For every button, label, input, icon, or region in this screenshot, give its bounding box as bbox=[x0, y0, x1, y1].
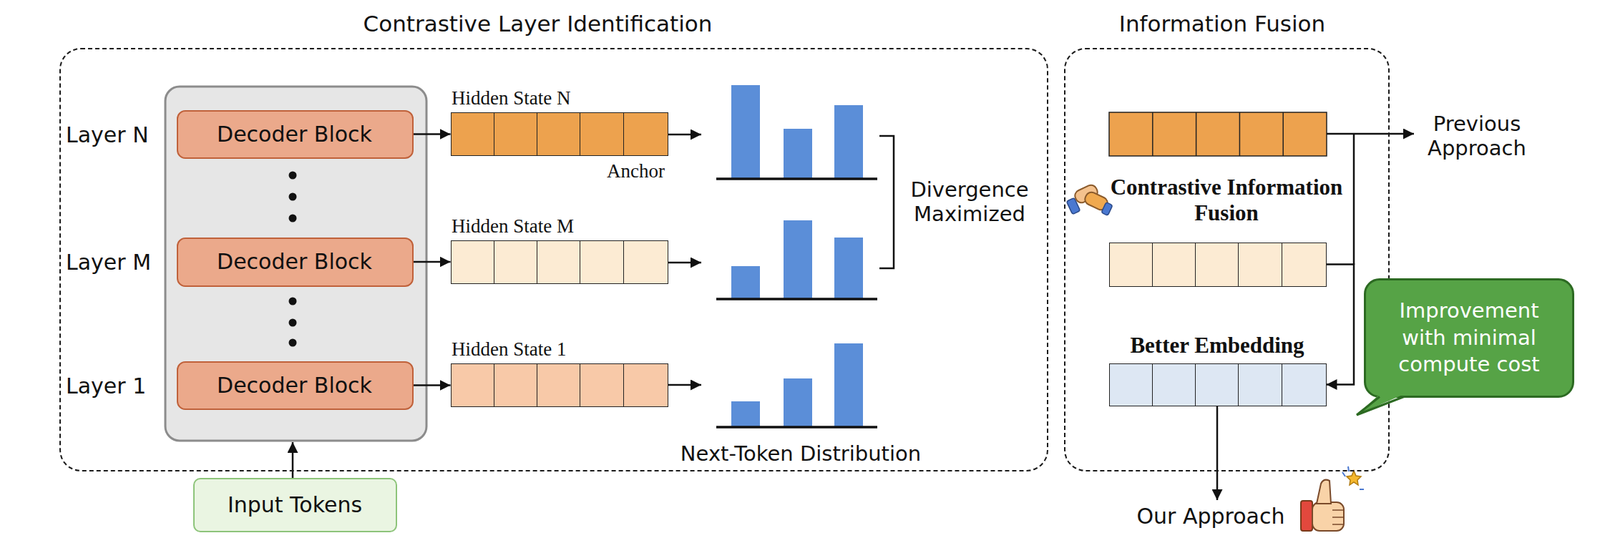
vector-cell-line bbox=[579, 241, 581, 284]
vector-cell-line bbox=[536, 113, 538, 156]
distribution-bar bbox=[783, 220, 813, 300]
callout-bubble: Improvement with minimal compute cost bbox=[1363, 278, 1575, 398]
divergence-bracket bbox=[879, 135, 894, 269]
vector-cell-line bbox=[493, 241, 495, 284]
decoder-block: Decoder Block bbox=[176, 110, 414, 159]
fusion-heading: Contrastive Information Fusion bbox=[1108, 174, 1345, 227]
previous-approach-arrow bbox=[1326, 133, 1414, 136]
input-arrow bbox=[291, 442, 295, 478]
connector-arrow bbox=[413, 133, 451, 136]
embedding-heading: Better Embedding bbox=[1129, 332, 1304, 359]
layer-label: Layer 1 bbox=[65, 373, 146, 399]
vector-cell-line bbox=[1194, 243, 1196, 287]
distribution-bar bbox=[731, 85, 760, 179]
decoder-block: Decoder Block bbox=[176, 361, 414, 411]
callout-text: Improvement with minimal compute cost bbox=[1378, 297, 1560, 379]
hidden-state-vector: Hidden State NAnchor bbox=[450, 112, 669, 156]
connector-arrow bbox=[1326, 264, 1355, 385]
block-label: Decoder Block bbox=[216, 372, 373, 398]
approach-label: Previous Approach bbox=[1416, 111, 1538, 161]
vector-label: Hidden State M bbox=[451, 216, 574, 238]
thumbs-up-icon bbox=[1332, 510, 1344, 525]
distribution-bar bbox=[783, 128, 813, 179]
flow-arrow bbox=[668, 133, 702, 136]
embedding-vector: Better Embedding bbox=[1109, 363, 1327, 407]
distribution-bar bbox=[731, 401, 760, 428]
vector-label: Hidden State N bbox=[451, 88, 571, 110]
distribution-bar bbox=[783, 378, 813, 428]
vector-cell-line bbox=[579, 113, 581, 156]
distribution-axis bbox=[716, 297, 878, 301]
vector-cell-line bbox=[1282, 112, 1284, 156]
panel-title: Information Fusion bbox=[1119, 10, 1326, 37]
ellipsis-dot bbox=[289, 171, 297, 180]
vector-cell-line bbox=[1152, 364, 1153, 406]
handshake-icon bbox=[1101, 202, 1113, 217]
decoder-block: Decoder Block bbox=[176, 237, 414, 287]
axis-caption: Next-Token Distribution bbox=[680, 441, 921, 466]
distribution-bar bbox=[834, 237, 863, 300]
panel-title: Contrastive Layer Identification bbox=[363, 10, 713, 37]
callout-tail bbox=[1356, 394, 1404, 416]
vector-cell-line bbox=[579, 364, 581, 407]
vector-bar bbox=[1109, 112, 1327, 156]
thumbs-up-icon bbox=[1300, 500, 1313, 531]
vector-cell-line bbox=[493, 113, 495, 156]
ellipsis-dot bbox=[289, 193, 297, 202]
input-box: Input Tokens bbox=[193, 477, 398, 533]
vector-cell-line bbox=[1237, 364, 1239, 406]
vector-cell-line bbox=[1281, 243, 1283, 287]
block-label: Decoder Block bbox=[216, 121, 373, 147]
vector-cell-line bbox=[1152, 112, 1154, 156]
sparkle-lines bbox=[1342, 466, 1364, 490]
hidden-state-vector: Hidden State 1 bbox=[450, 363, 669, 408]
vector-cell-line bbox=[1195, 112, 1198, 156]
block-label: Decoder Block bbox=[216, 249, 373, 275]
fused-vector: Contrastive Information Fusion bbox=[1109, 242, 1327, 287]
connector-arrow bbox=[413, 384, 451, 387]
ellipsis-dot bbox=[289, 297, 297, 306]
vector-cell-line bbox=[1239, 112, 1241, 156]
dashed-panel: Information FusionContrastive Informatio… bbox=[1064, 47, 1390, 472]
output-arrow bbox=[1216, 406, 1219, 501]
fusion-line bbox=[1353, 133, 1356, 265]
vector-cell-line bbox=[1194, 364, 1196, 406]
sparkle-star bbox=[1346, 470, 1362, 486]
vector-cell-line bbox=[623, 113, 624, 156]
approach-label: Our Approach bbox=[1136, 503, 1285, 529]
vector-cell-line bbox=[1281, 364, 1283, 406]
connector-arrow bbox=[413, 261, 451, 264]
input-label: Input Tokens bbox=[227, 492, 363, 518]
hidden-state-vector: Hidden State M bbox=[450, 240, 669, 285]
ellipsis-dot bbox=[289, 339, 297, 348]
vector-cell-line bbox=[493, 364, 495, 407]
ellipsis-dot bbox=[289, 319, 297, 328]
anchor-label: Anchor bbox=[606, 161, 665, 183]
vector-cell-line bbox=[1152, 243, 1153, 287]
vector-cell-line bbox=[536, 241, 538, 284]
distribution-bar bbox=[731, 266, 760, 300]
thumbs-up-icon bbox=[1316, 480, 1331, 504]
vector-label: Hidden State 1 bbox=[451, 339, 567, 361]
flow-arrow bbox=[668, 384, 702, 387]
layer-label: Layer N bbox=[65, 122, 149, 148]
callout-tail bbox=[1356, 397, 1404, 416]
vector-cell-line bbox=[623, 241, 624, 284]
dashed-panel: Contrastive Layer IdentificationDecoder … bbox=[59, 47, 1049, 472]
ellipsis-dot bbox=[289, 214, 297, 223]
annotation: Divergence Maximized bbox=[901, 177, 1038, 227]
distribution-bar bbox=[834, 343, 863, 428]
distribution-axis bbox=[716, 177, 878, 181]
vector-cell-line bbox=[536, 364, 538, 407]
vector-cell-line bbox=[1237, 243, 1239, 287]
decoder-stack bbox=[165, 86, 427, 441]
flow-arrow bbox=[668, 261, 702, 265]
thumbs-up-icon bbox=[1312, 502, 1344, 531]
distribution-axis bbox=[716, 425, 878, 429]
vector-cell-line bbox=[623, 364, 624, 407]
distribution-bar bbox=[834, 105, 863, 179]
layer-label: Layer M bbox=[65, 249, 151, 275]
